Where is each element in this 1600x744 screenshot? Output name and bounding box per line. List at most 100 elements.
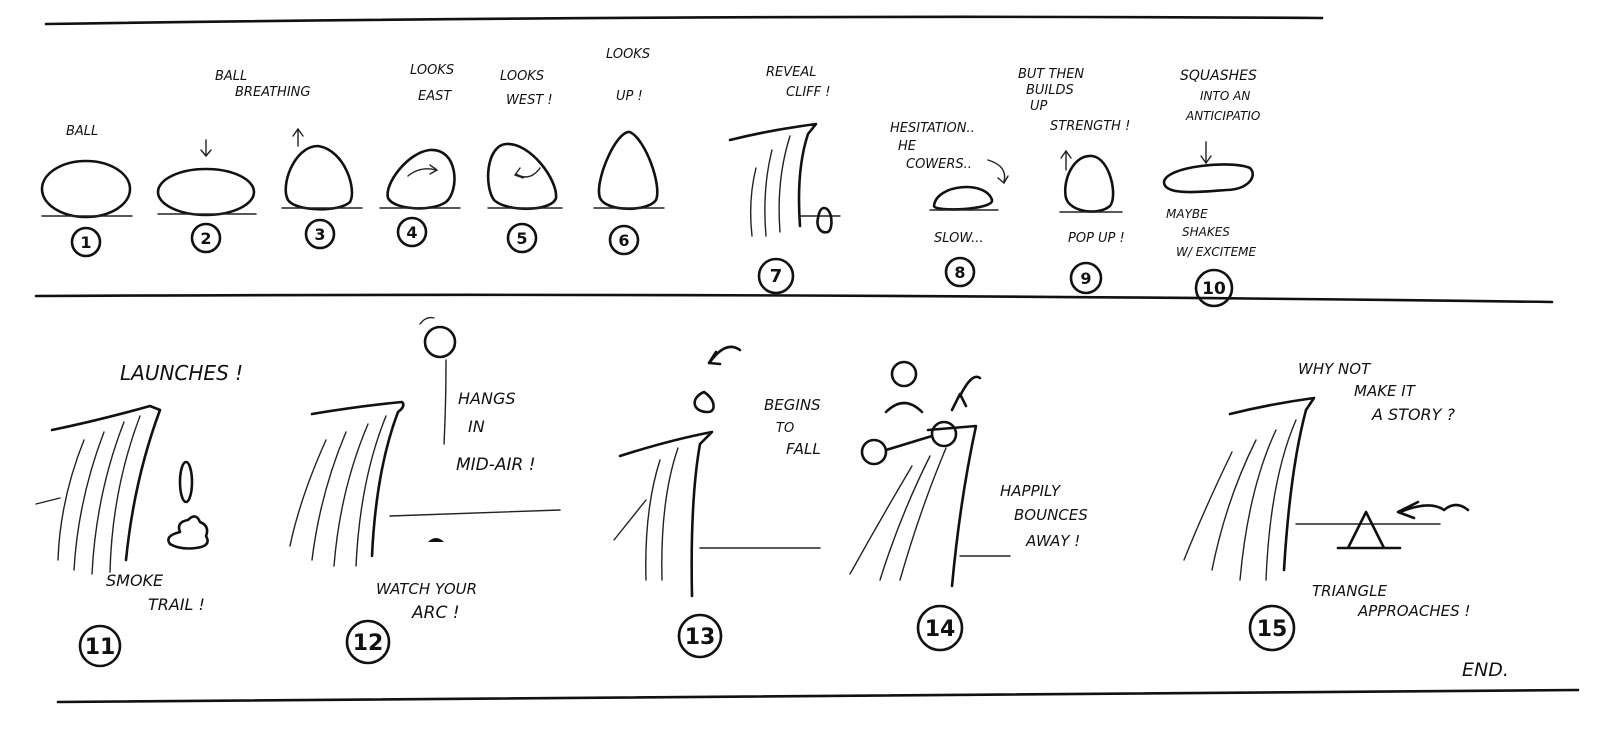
cliff-hatching: [849, 447, 947, 581]
frame-12-side-note-line-2: IN: [468, 417, 485, 436]
frame-14-note-line-2: BOUNCES: [1014, 506, 1088, 524]
frame-10-note-line-1: SQUASHES: [1180, 68, 1257, 84]
frame-3-number-ring: [304, 218, 336, 250]
cliff-sketch: [310, 400, 405, 558]
frame-15-bottom-note-line-2: APPROACHES !: [1357, 602, 1470, 620]
frame-11-number-ring: [78, 624, 122, 668]
frame-5-note-line-1: LOOKS: [500, 69, 544, 84]
smoke-puff-sketch: [167, 515, 209, 550]
frame-13-number-ring: [677, 613, 723, 659]
frame-8-note-line-1: HESITATION..: [890, 121, 975, 136]
frame-8-number-ring: [944, 256, 976, 288]
squashed-ball-sketch: [156, 167, 256, 217]
frame-13-note-line-1: BEGINS: [764, 396, 821, 414]
frame-11-number: 11: [85, 635, 116, 660]
frame-14: HAPPILY BOUNCES AWAY ! 14: [849, 360, 1088, 652]
frame-14-number-ring: [916, 604, 964, 652]
frame-9: BUT THEN BUILDS UP STRENGTH ! POP UP ! 9: [1018, 67, 1130, 295]
frame-9-number-ring: [1069, 261, 1103, 295]
frame-8-number: 8: [954, 263, 965, 282]
frame-12-number: 12: [353, 631, 384, 656]
frame-12-side-note-line-1: HANGS: [458, 389, 516, 408]
frame-6: LOOKS UP ! 6: [593, 47, 665, 256]
ground-line: [389, 509, 561, 517]
frame-11-bottom-note-line-2: TRAIL !: [148, 595, 205, 614]
triangle-character-sketch: [1336, 510, 1402, 550]
middle-divider: [34, 293, 1554, 304]
frame-6-number: 6: [618, 231, 629, 250]
frame-14-note-line-1: HAPPILY: [1000, 482, 1062, 500]
bounce-arc: [884, 401, 924, 414]
ball-looking-up-sketch: [597, 130, 659, 211]
frame-7-note-line-1: REVEAL: [766, 65, 817, 80]
ball-looking-east-sketch: [386, 148, 456, 210]
frame-5-number: 5: [516, 229, 527, 248]
frame-11-bottom-note-line-1: SMOKE: [106, 571, 164, 590]
frame-10: SQUASHES INTO AN ANTICIPATIO MAYBE SHAKE…: [1162, 68, 1260, 308]
frame-12-bottom-note-line-2: ARC !: [411, 603, 460, 623]
frame-8-note-line-2: HE: [898, 139, 917, 154]
frame-12-number-ring: [345, 619, 391, 665]
frame-14-number: 14: [925, 617, 956, 642]
ball-mid-air-sketch: [423, 325, 457, 359]
cliff-hatching: [57, 415, 141, 575]
down-arrow-icon: [200, 139, 212, 158]
frame-10-bottom-note-line-2: SHAKES: [1182, 225, 1230, 239]
frame-6-note-line-1: LOOKS: [606, 47, 650, 62]
ball-bounce-top-sketch: [890, 360, 918, 388]
frame-15-top-note-line-1: WHY NOT: [1298, 360, 1372, 378]
curved-arrow-icon: [707, 345, 742, 366]
ball-bounce-right-sketch: [930, 420, 958, 448]
cliff-sketch: [50, 404, 162, 562]
cliff-edge: [35, 497, 61, 505]
top-divider: [44, 15, 1324, 26]
frame-13: BEGINS TO FALL 13: [613, 345, 821, 659]
ball-shadow: [428, 538, 444, 542]
cliff-hatching: [613, 447, 679, 581]
frame-12: HANGS IN MID-AIR ! WATCH YOUR ARC ! 12: [289, 316, 561, 665]
rising-ball-sketch: [1063, 154, 1115, 213]
stretched-ball-sketch: [284, 144, 354, 211]
frame-12-bottom-note-line-1: WATCH YOUR: [376, 580, 477, 598]
frame-10-number-ring: [1194, 268, 1234, 308]
small-ball-sketch: [816, 206, 833, 234]
up-arrow-icon: [1060, 149, 1072, 171]
frame-10-note-line-2: INTO AN: [1200, 89, 1250, 103]
frame-6-note-line-2: UP !: [616, 89, 643, 104]
frame-3-number: 3: [314, 225, 325, 244]
bounce-trajectory: [884, 434, 934, 452]
frame-11-top-note: LAUNCHES !: [120, 361, 243, 385]
frame-13-number: 13: [685, 625, 716, 650]
frame-6-number-ring: [608, 224, 640, 256]
cliff-sketch: [728, 122, 818, 228]
frame-9-number: 9: [1080, 269, 1091, 288]
frame-2-note-line-2: BREATHING: [235, 85, 310, 100]
frame-4-number: 4: [406, 223, 417, 242]
frame-15-number-ring: [1248, 604, 1296, 652]
frame-8-note-line-3: COWERS..: [906, 157, 972, 172]
motion-lines: [419, 316, 447, 445]
frame-7: REVEAL CLIFF ! 7: [728, 65, 841, 295]
frame-15-top-note-line-2: MAKE IT: [1354, 382, 1417, 400]
frame-15-bottom-note-line-1: TRIANGLE: [1312, 582, 1387, 600]
frame-10-bottom-note-line-1: MAYBE: [1166, 207, 1208, 221]
frame-3: 3: [281, 127, 363, 250]
squashed-ball-sketch: [1162, 163, 1255, 194]
ball-sketch: [40, 159, 132, 219]
cliff-sketch: [618, 430, 714, 598]
frame-4-note-line-1: LOOKS: [410, 63, 454, 78]
frame-4: LOOKS EAST 4: [379, 63, 461, 248]
frame-15: WHY NOT MAKE IT A STORY ? TRIANGLE APPRO…: [1183, 360, 1470, 652]
cliff-hatching: [749, 135, 791, 237]
frame-4-number-ring: [396, 216, 428, 248]
frame-9-note-line-2: BUILDS: [1026, 83, 1074, 98]
cliff-sketch: [1228, 396, 1316, 572]
frame-2-note-line-1: BALL: [215, 69, 247, 84]
curved-arrow-icon: [950, 375, 982, 412]
left-arrow-icon: [513, 167, 541, 179]
up-arrow-icon: [292, 127, 304, 147]
end-label: END.: [1462, 659, 1509, 681]
cowering-ball-sketch: [932, 185, 994, 211]
